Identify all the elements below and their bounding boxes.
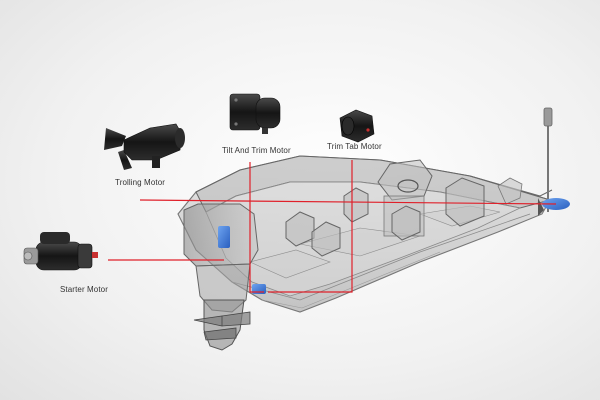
tilt-trim-motor-body	[255, 97, 281, 129]
trim-tab-motor-image	[339, 109, 375, 143]
trim-tab-motor-terminal	[366, 128, 370, 132]
tilt-trim-motor-bolt	[234, 122, 238, 126]
trolling-motor-nose	[175, 128, 185, 148]
tilt-trim-motor-terminal	[262, 128, 268, 134]
connector-trolling	[139, 199, 557, 205]
boat-seats	[285, 177, 523, 257]
label-tilt-and-trim-motor: Tilt And Trim Motor	[222, 146, 291, 155]
starter-motor-gear	[23, 251, 33, 261]
seat	[445, 177, 485, 227]
starter-motor-highlight	[218, 226, 230, 248]
starter-motor-image	[23, 232, 98, 271]
connector-tilt-trim	[249, 162, 264, 293]
starter-motor-body	[35, 241, 83, 271]
starter-motor-terminal	[92, 252, 98, 258]
starter-motor-solenoid	[40, 232, 70, 244]
steering-wheel	[397, 179, 419, 193]
label-trolling-motor: Trolling Motor	[115, 178, 166, 187]
trolling-motor-fin-lower	[118, 150, 132, 170]
propeller-lower	[203, 327, 237, 341]
label-trim-tab-motor: Trim Tab Motor	[327, 142, 382, 151]
seat	[311, 221, 341, 257]
hull-chine-lower	[261, 251, 441, 309]
trim-tab-motor-end	[341, 116, 355, 136]
connector-trim-tab	[268, 160, 353, 293]
seat	[391, 205, 421, 241]
seat	[343, 187, 369, 223]
starter-motor-cap	[77, 243, 93, 269]
outboard-engine	[183, 203, 266, 351]
trolling-motor-mount	[152, 156, 160, 168]
trolling-motor-bow-prop	[538, 198, 544, 216]
tilt-trim-motor-image	[229, 93, 281, 134]
seat-pedestal	[497, 177, 523, 205]
connector-lines	[108, 160, 557, 293]
trolling-motor-body	[123, 123, 183, 161]
label-starter-motor: Starter Motor	[60, 285, 108, 294]
propeller	[193, 311, 251, 327]
tilt-trim-motor-bolt	[234, 98, 238, 102]
trolling-motor-image	[104, 123, 185, 170]
trolling-motor-fin	[104, 128, 126, 150]
deck-panel	[249, 249, 331, 279]
tilt-trim-motor-flange	[229, 93, 261, 131]
trolling-motor-head	[543, 107, 553, 127]
